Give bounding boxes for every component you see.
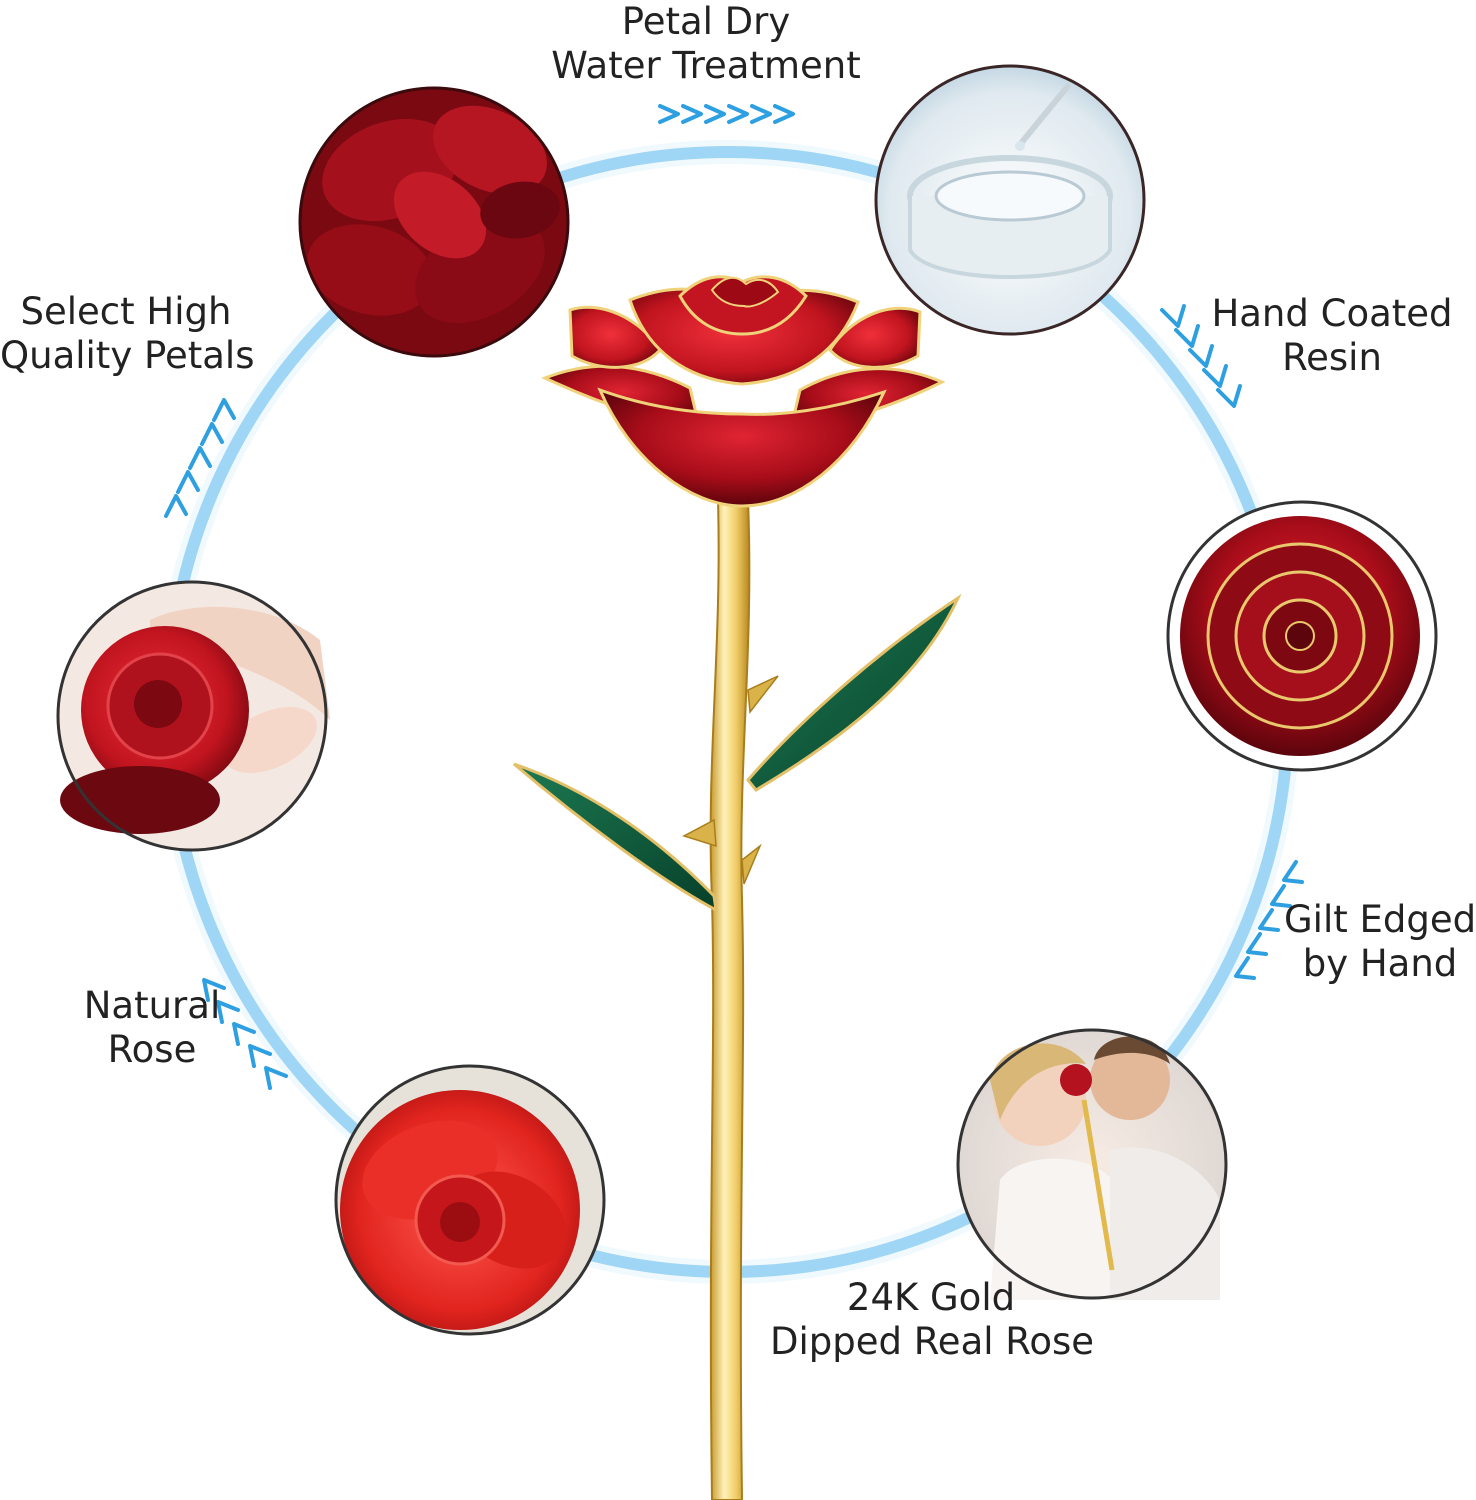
step-label-line: Dipped Real Rose: [770, 1320, 1095, 1363]
step-label-gold-dipped: 24K Gold Dipped Real Rose: [770, 1276, 1095, 1364]
step-label-line: Petal Dry: [621, 0, 791, 43]
step-label-select-petals: Select High Quality Petals: [0, 290, 255, 378]
step-label-gilt-edged: Gilt Edged by Hand: [1284, 898, 1476, 986]
water-dish-photo: [874, 64, 1146, 336]
hand-with-rose-photo: [56, 580, 330, 852]
step-label-line: Resin: [1282, 336, 1382, 379]
arrow-top: [658, 104, 795, 124]
step-label-line: Select High: [20, 290, 232, 333]
step-label-line: by Hand: [1302, 942, 1458, 985]
step-label-hand-coated: Hand Coated Resin: [1204, 292, 1460, 380]
resin-rose-photo: [1166, 500, 1438, 772]
arrow-left-upper: [164, 398, 236, 518]
step-label-line: Hand Coated: [1211, 292, 1453, 335]
step-label-natural-rose: Natural Rose: [70, 984, 234, 1072]
gold-rose-icon: [513, 275, 962, 1500]
step-label-petal-dry: Petal Dry Water Treatment: [540, 0, 872, 88]
step-label-line: Natural: [83, 984, 221, 1027]
natural-rose-photo: [334, 1064, 606, 1336]
arrow-right-lower: [1234, 860, 1304, 980]
step-label-line: Gilt Edged: [1284, 898, 1476, 941]
arrow-right-upper: [1160, 304, 1242, 408]
step-label-line: Water Treatment: [551, 44, 861, 87]
rose-petals-photo: [298, 86, 570, 358]
arrow-left-lower: [202, 978, 288, 1090]
couple-with-rose-photo: [956, 1028, 1228, 1300]
step-label-line: Rose: [107, 1028, 197, 1071]
step-label-line: 24K Gold: [846, 1276, 1016, 1319]
step-label-line: Quality Petals: [0, 334, 255, 377]
